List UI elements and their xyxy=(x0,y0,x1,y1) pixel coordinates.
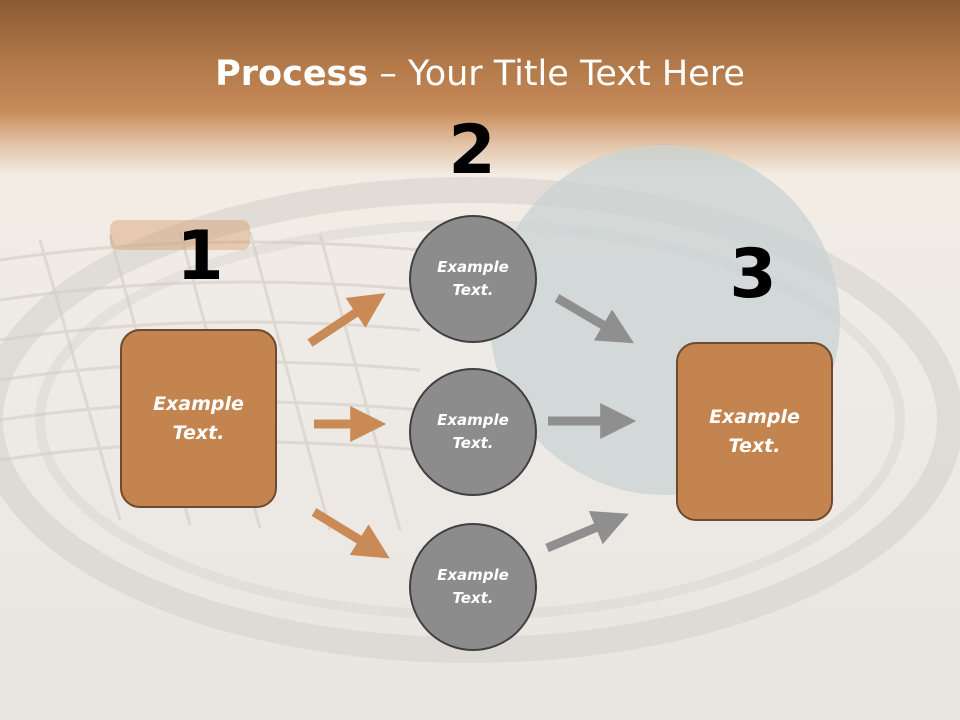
circle-top[interactable]: Example Text. xyxy=(409,215,537,343)
slide-title: Process – Your Title Text Here xyxy=(0,52,960,96)
circle-middle-text: Example Text. xyxy=(437,411,509,452)
left-box-text: Example Text. xyxy=(153,392,244,444)
arrow-left-to-top xyxy=(307,293,386,347)
step-3-number: 3 xyxy=(729,235,777,314)
title-rest: – Your Title Text Here xyxy=(368,54,745,94)
circle-middle[interactable]: Example Text. xyxy=(409,368,537,496)
right-box-text: Example Text. xyxy=(709,405,800,457)
arrow-left-to-bottom xyxy=(311,508,390,559)
step-1-number: 1 xyxy=(176,217,224,296)
right-box[interactable]: Example Text. xyxy=(676,342,833,521)
circle-bottom[interactable]: Example Text. xyxy=(409,523,537,651)
arrow-bottom-to-right xyxy=(545,511,629,553)
left-box[interactable]: Example Text. xyxy=(120,329,277,508)
circle-top-text: Example Text. xyxy=(437,258,509,299)
arrow-top-to-right xyxy=(554,294,634,344)
circle-bottom-text: Example Text. xyxy=(437,566,509,607)
step-2-number: 2 xyxy=(448,111,496,190)
title-bold: Process xyxy=(215,54,369,94)
